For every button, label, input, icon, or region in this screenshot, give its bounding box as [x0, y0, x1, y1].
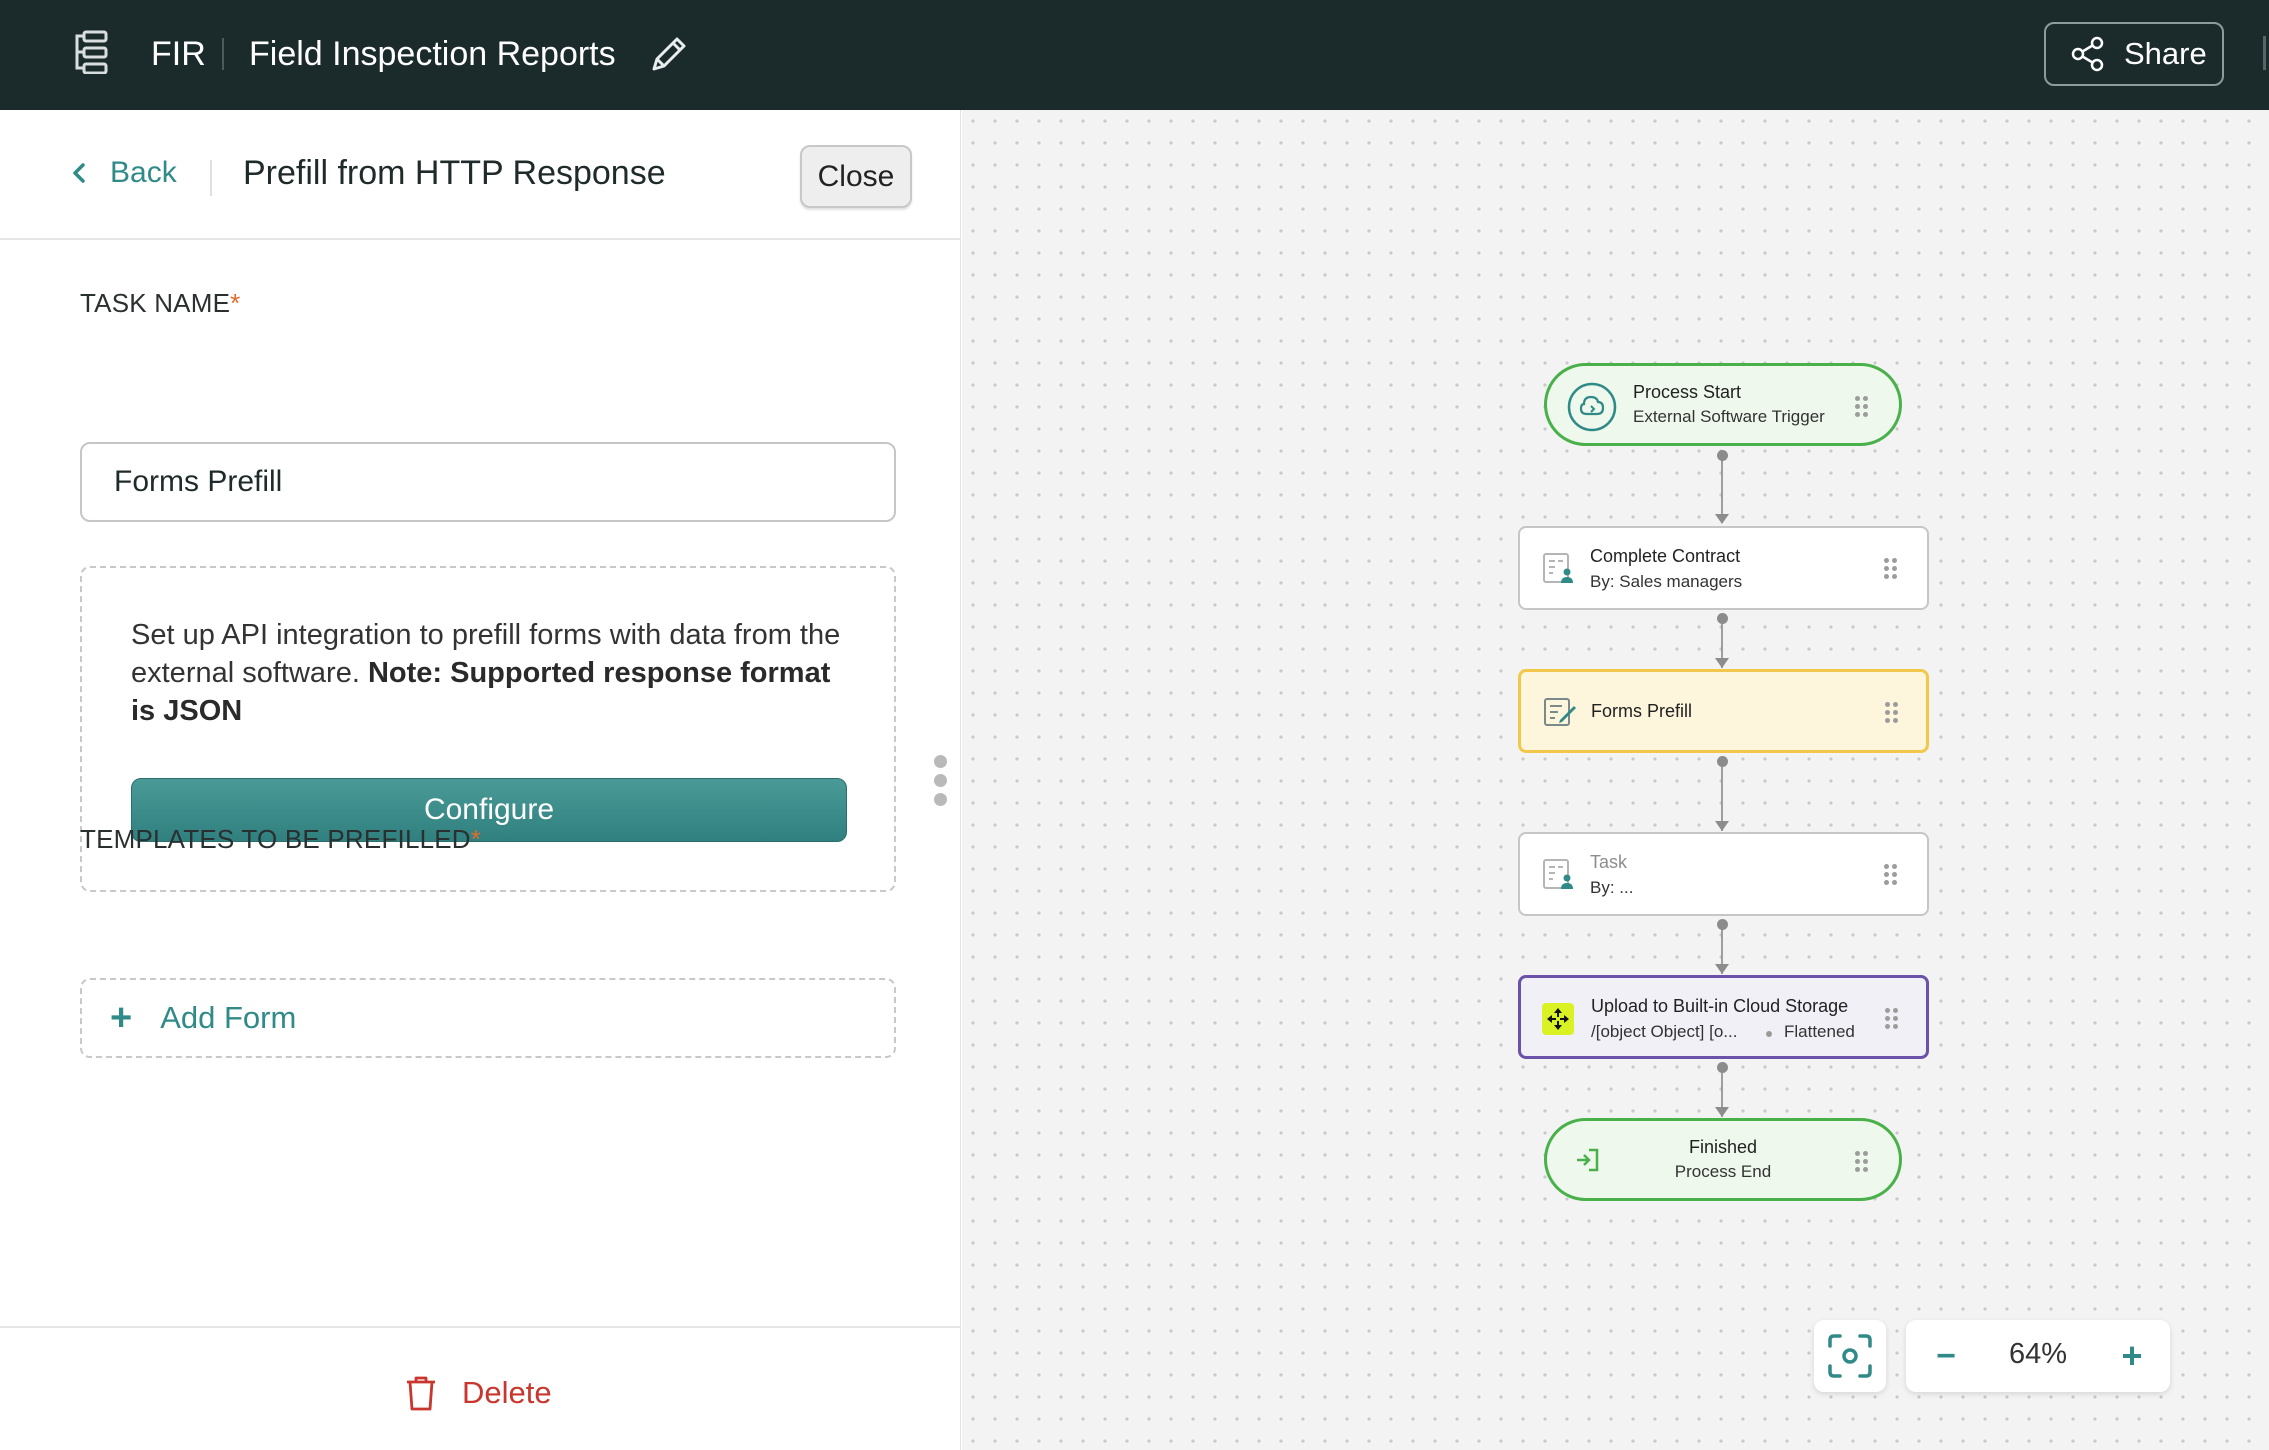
task-settings-panel: Back Prefill from HTTP Response Close TA… — [0, 110, 961, 1450]
workflow-icon[interactable] — [74, 30, 116, 74]
app-title: Field Inspection Reports — [249, 35, 616, 73]
by-value: Sales managers — [1619, 572, 1743, 591]
templates-label-text: TEMPLATES TO BE PREFILLED — [80, 824, 471, 854]
required-mark: * — [230, 288, 241, 318]
form-edit-icon — [1544, 698, 1576, 726]
connector-dot — [1717, 450, 1728, 461]
connector-dot — [1717, 1062, 1728, 1073]
node-forms-prefill[interactable]: Forms Prefill — [1518, 669, 1929, 753]
api-integration-box: Set up API integration to prefill forms … — [80, 566, 896, 892]
node-upload-cloud-storage[interactable]: Upload to Built-in Cloud Storage /[objec… — [1518, 975, 1929, 1059]
templates-label: TEMPLATES TO BE PREFILLED* — [80, 824, 481, 855]
zoom-in-button[interactable]: + — [2121, 1335, 2143, 1376]
drag-handle-icon[interactable] — [1884, 864, 1898, 886]
node-title: Process Start — [1633, 382, 1742, 402]
node-mode: Flattened — [1784, 1022, 1855, 1041]
focus-icon — [1828, 1334, 1872, 1378]
zoom-controls: − 64% + — [1906, 1320, 2170, 1392]
connector — [1721, 455, 1723, 518]
add-form-label: Add Form — [160, 1000, 297, 1035]
connector-dot — [1717, 613, 1728, 624]
back-button[interactable]: Back — [70, 156, 177, 190]
node-task[interactable]: Task By: ... — [1518, 832, 1929, 916]
exit-door-icon — [1577, 1148, 1599, 1172]
connector-dot — [1717, 756, 1728, 767]
panel-header-divider — [210, 160, 212, 196]
panel-footer: Delete — [0, 1326, 961, 1450]
node-subtitle: Process End — [1674, 1162, 1772, 1181]
form-user-icon — [1543, 859, 1573, 889]
panel-resize-handle[interactable] — [934, 755, 948, 811]
node-assignee: By: Sales managers — [1590, 572, 1742, 592]
api-note: Note: Supported response format is JSON — [131, 657, 831, 727]
separator-dot — [1766, 1031, 1772, 1037]
node-assignee: By: ... — [1590, 878, 1633, 898]
api-description: Set up API integration to prefill forms … — [131, 616, 841, 730]
drag-handle-icon[interactable] — [1855, 396, 1869, 418]
chevron-left-icon — [73, 163, 85, 183]
node-title: Upload to Built-in Cloud Storage — [1591, 996, 1849, 1016]
drag-handle-icon[interactable] — [1884, 558, 1898, 580]
add-form-button[interactable]: + Add Form — [80, 978, 896, 1058]
task-name-input[interactable]: Forms Prefill — [80, 442, 896, 522]
arrow-down-icon — [1715, 821, 1729, 831]
node-subtitle: External Software Trigger — [1633, 407, 1825, 426]
cloud-storage-icon — [1542, 1003, 1574, 1035]
connector — [1721, 759, 1723, 831]
delete-label: Delete — [462, 1375, 552, 1410]
node-process-start[interactable]: Process Start External Software Trigger — [1544, 363, 1902, 446]
panel-header: Back Prefill from HTTP Response Close — [0, 110, 961, 240]
trash-icon — [407, 1376, 435, 1411]
arrow-down-icon — [1715, 1107, 1729, 1117]
connector-dot — [1717, 919, 1728, 930]
share-icon — [2071, 36, 2104, 72]
zoom-out-button[interactable]: − — [1936, 1336, 1956, 1375]
arrow-down-icon — [1715, 514, 1729, 524]
connector — [1721, 922, 1723, 974]
by-label: By: — [1590, 572, 1615, 591]
task-name-label-text: TASK NAME — [80, 288, 231, 318]
api-description-text: Set up API integration to prefill forms … — [131, 619, 841, 689]
workflow-canvas[interactable] — [962, 110, 2269, 1450]
delete-button[interactable]: Delete — [404, 1374, 552, 1412]
app-abbreviation: FIR — [151, 35, 206, 73]
node-path: /[object Object] [o... — [1591, 1022, 1738, 1041]
connector — [1721, 616, 1723, 668]
node-process-end[interactable]: Finished Process End — [1544, 1118, 1902, 1201]
node-title: Finished — [1688, 1137, 1758, 1157]
fit-to-screen-button[interactable] — [1814, 1320, 1886, 1392]
edit-pencil-icon[interactable] — [648, 33, 690, 75]
plus-icon: + — [110, 997, 133, 1039]
arrow-down-icon — [1715, 964, 1729, 974]
drag-handle-icon[interactable] — [1885, 702, 1899, 724]
node-complete-contract[interactable]: Complete Contract By: Sales managers — [1518, 526, 1929, 610]
required-mark: * — [470, 824, 482, 854]
panel-title: Prefill from HTTP Response — [243, 154, 666, 192]
node-title: Complete Contract — [1590, 546, 1741, 566]
share-label: Share — [2124, 36, 2207, 71]
by-value: ... — [1619, 878, 1634, 897]
task-name-value: Forms Prefill — [114, 465, 283, 498]
connector — [1721, 1065, 1723, 1117]
top-header: FIR Field Inspection Reports Share — [0, 0, 2269, 110]
by-label: By: — [1590, 878, 1615, 897]
task-name-label: TASK NAME* — [80, 288, 240, 319]
share-button[interactable]: Share — [2044, 22, 2224, 86]
back-label: Back — [110, 156, 177, 189]
header-edge-divider — [2263, 36, 2266, 70]
header-divider — [222, 38, 224, 70]
zoom-level: 64% — [2008, 1338, 2068, 1370]
close-button[interactable]: Close — [800, 145, 912, 208]
form-user-icon — [1543, 553, 1573, 583]
trigger-icon — [1567, 382, 1617, 432]
drag-handle-icon[interactable] — [1855, 1151, 1869, 1173]
drag-handle-icon[interactable] — [1885, 1008, 1899, 1030]
node-title: Task — [1590, 852, 1628, 872]
node-title: Forms Prefill — [1591, 701, 1693, 721]
configure-button[interactable]: Configure — [131, 778, 847, 842]
arrow-down-icon — [1715, 658, 1729, 668]
